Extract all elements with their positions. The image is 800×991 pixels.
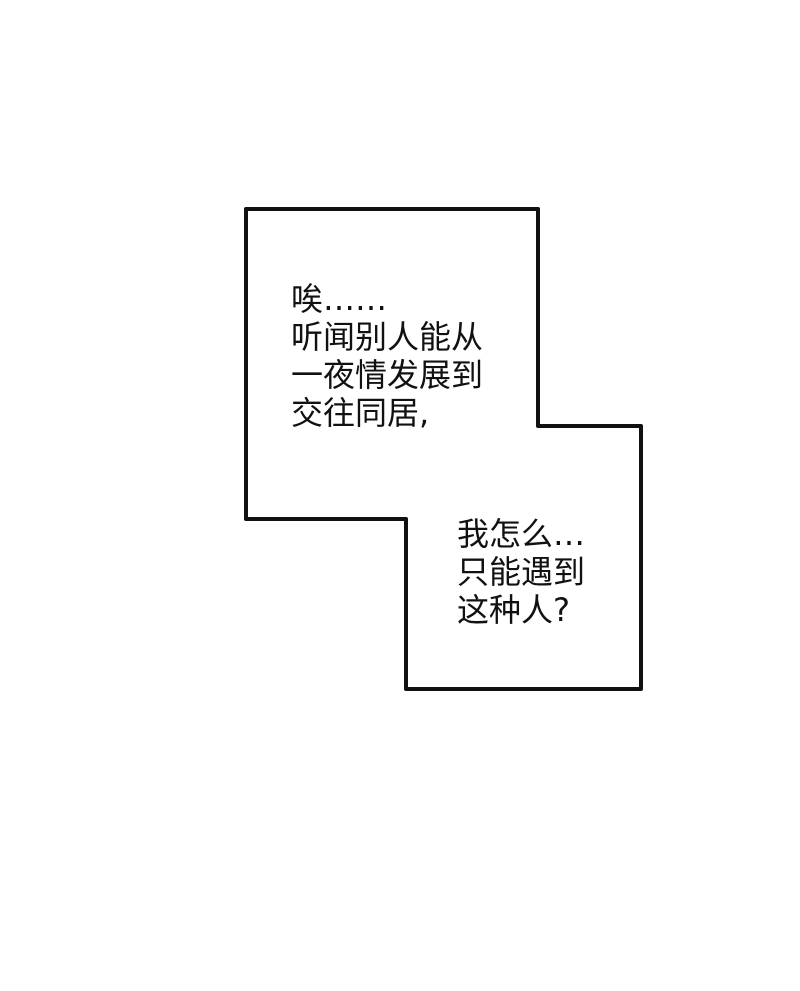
caption-line: 这种人? xyxy=(457,591,570,629)
caption-line: 我怎么… xyxy=(457,515,586,553)
caption-line: 交往同居, xyxy=(291,394,430,432)
caption-line: 一夜情发展到 xyxy=(291,356,484,394)
stepped-caption-box xyxy=(244,207,643,691)
caption-text-upper: 唉…… 听闻别人能从 一夜情发展到 交往同居, xyxy=(291,280,483,432)
caption-line: 只能遇到 xyxy=(457,553,586,591)
caption-line: 唉…… xyxy=(291,280,388,318)
caption-text-lower: 我怎么… 只能遇到 这种人? xyxy=(457,515,585,629)
caption-line: 听闻别人能从 xyxy=(291,318,484,356)
